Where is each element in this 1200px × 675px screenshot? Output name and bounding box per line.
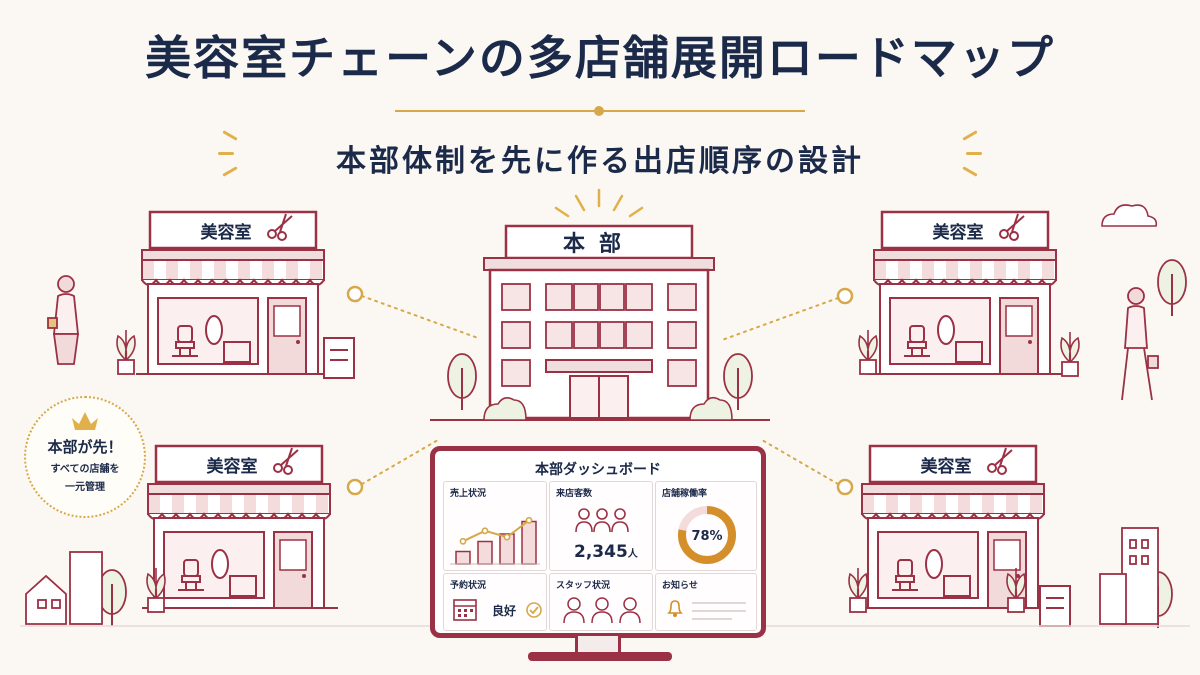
sales-trend-point [459, 537, 467, 545]
plant-icon [1060, 331, 1080, 377]
sparkle-icon [966, 152, 982, 155]
sparkle-icon [218, 152, 234, 155]
booking-value: 良好 [492, 604, 517, 618]
visitors-unit: 人 [627, 549, 638, 560]
store-sign: 美容室 [207, 456, 258, 477]
connector-lines [361, 295, 839, 485]
people-icon [575, 508, 629, 533]
utilization-panel: 店舗稼働率 78% [655, 481, 757, 571]
crown-icon [72, 412, 98, 430]
check-icon [526, 602, 542, 618]
tree-icon [723, 353, 753, 411]
hq-dashboard-monitor: 本部ダッシュボード 売上状況 来店客数 2,345人 店舗稼働率 [430, 446, 766, 638]
sales-bar [521, 520, 537, 565]
customer-right-icon [1121, 287, 1159, 401]
plant-icon [858, 329, 878, 375]
badge-headline: 本部が先！ [47, 438, 123, 456]
sales-trend-line [462, 519, 530, 543]
divider-dot [594, 106, 604, 116]
signboard-icon [323, 337, 1071, 627]
news-lines [692, 610, 746, 612]
store-sign: 美容室 [201, 222, 252, 243]
monitor-base [528, 652, 672, 661]
sales-trend-point [525, 516, 533, 524]
hq-building: 本部 [430, 188, 770, 421]
news-lines [692, 602, 746, 604]
sales-trend-point [503, 533, 511, 541]
page-title: 美容室チェーンの多店舗展開ロードマップ [145, 31, 1055, 85]
booking-label: 予約状況 [450, 581, 487, 591]
store-sign: 美容室 [933, 222, 984, 243]
hq-first-badge: 本部が先！ すべての店舗を 一元管理 [24, 396, 146, 518]
utilization-value: 78% [691, 529, 722, 544]
visitors-label: 来店客数 [556, 489, 593, 499]
store-top-left: 美容室 [134, 210, 334, 376]
sales-chart [450, 516, 540, 565]
plant-icon [146, 567, 166, 613]
monitor-stand [575, 636, 621, 654]
staff-panel: スタッフ状況 [549, 573, 653, 631]
store-bottom-left: 美容室 [140, 444, 340, 610]
news-panel: お知らせ [655, 573, 757, 631]
visitors-value: 2,345 [574, 542, 628, 562]
sales-bar [455, 550, 471, 565]
store-bottom-right: 美容室 [854, 444, 1054, 610]
dashboard-title: 本部ダッシュボード [535, 462, 661, 478]
badge-text-2: 一元管理 [65, 482, 105, 493]
sales-bar [477, 540, 493, 565]
sales-panel: 売上状況 [443, 481, 547, 571]
plant-icon [848, 567, 868, 613]
plant-icon [116, 329, 136, 375]
news-label: お知らせ [662, 581, 698, 591]
bell-icon [667, 600, 683, 617]
connector-nodes [346, 285, 854, 496]
townscape-left [25, 551, 103, 625]
store-top-right: 美容室 [866, 210, 1066, 376]
staff-label: スタッフ状況 [556, 581, 611, 591]
store-sign: 美容室 [921, 456, 972, 477]
utilization-label: 店舗稼働率 [662, 489, 708, 499]
booking-panel: 予約状況 良好 [443, 573, 547, 631]
hq-sign: 本部 [563, 231, 635, 257]
news-lines [692, 618, 732, 620]
visitors-panel: 来店客数 2,345人 [549, 481, 653, 571]
cloud-icon [1101, 204, 1158, 227]
customer-left-icon [47, 275, 80, 365]
tree-icon [1157, 259, 1187, 317]
sales-trend-point [481, 527, 489, 535]
badge-text-1: すべての店舗を [50, 464, 120, 475]
calendar-icon [453, 599, 477, 621]
staff-icon [563, 597, 641, 624]
sales-label: 売上状況 [450, 489, 487, 499]
utilization-donut: 78% [678, 506, 736, 564]
townscape-right [1099, 527, 1159, 625]
plant-icon [1006, 567, 1026, 613]
tree-icon [447, 353, 477, 411]
page-subtitle: 本部体制を先に作る出店順序の設計 [336, 144, 864, 179]
